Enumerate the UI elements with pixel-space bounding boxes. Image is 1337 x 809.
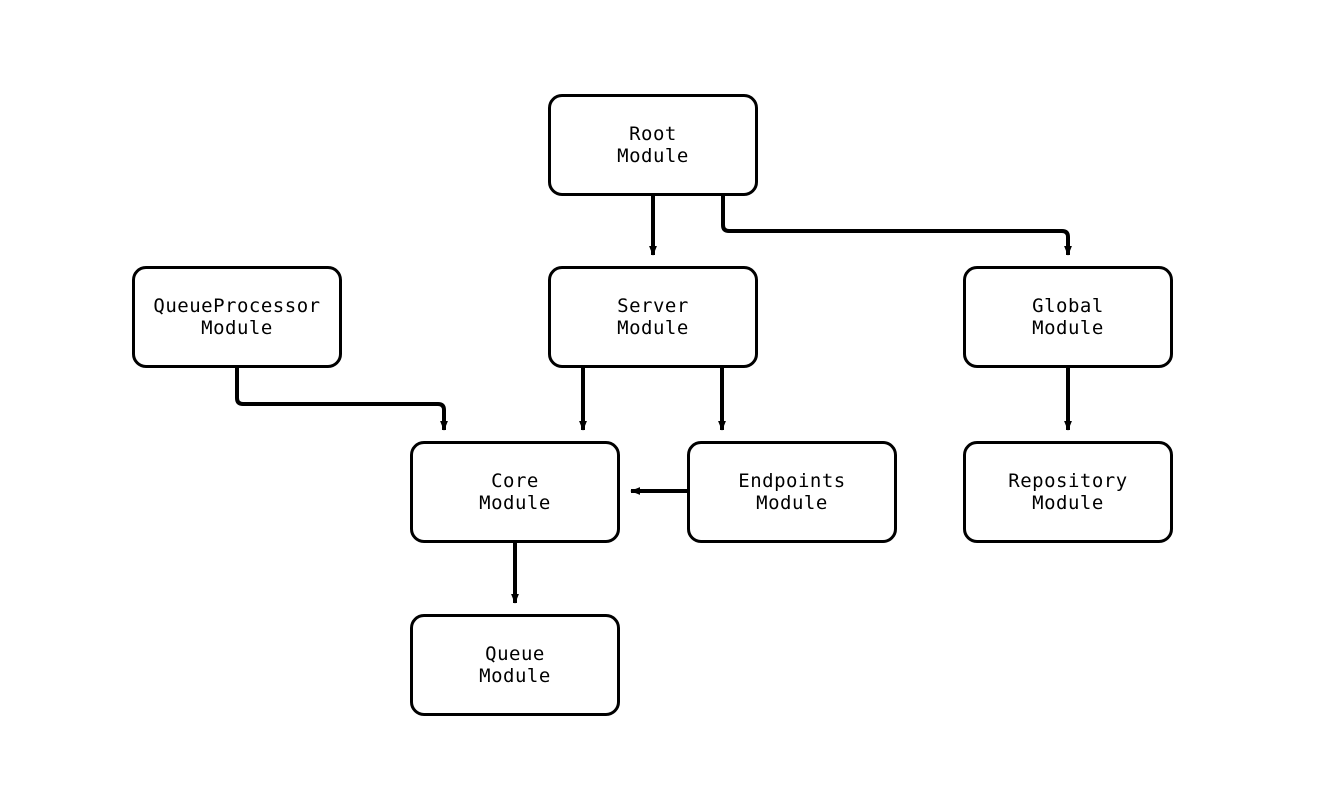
node-global-module-label-line2: Module (1032, 317, 1104, 339)
node-global-module[interactable]: Global Module (963, 266, 1173, 368)
node-root-module[interactable]: Root Module (548, 94, 758, 196)
node-endpoints-module-label-line1: Endpoints (738, 470, 846, 492)
node-core-module-label-line1: Core (491, 470, 539, 492)
node-server-module-label-line1: Server (617, 295, 689, 317)
node-queue-module-label-line1: Queue (485, 643, 545, 665)
node-queueprocessor-module[interactable]: QueueProcessor Module (132, 266, 342, 368)
edge-queueprocessor-to-core (235, 368, 448, 431)
node-global-module-label-line1: Global (1032, 295, 1104, 317)
node-root-module-label-line2: Module (617, 145, 689, 167)
node-endpoints-module[interactable]: Endpoints Module (687, 441, 897, 543)
node-core-module[interactable]: Core Module (410, 441, 620, 543)
node-repository-module[interactable]: Repository Module (963, 441, 1173, 543)
node-repository-module-label-line1: Repository (1008, 470, 1128, 492)
node-root-module-label-line1: Root (629, 123, 677, 145)
node-endpoints-module-label-line2: Module (756, 492, 828, 514)
edge-root-to-global (721, 196, 1072, 256)
node-core-module-label-line2: Module (479, 492, 551, 514)
node-server-module[interactable]: Server Module (548, 266, 758, 368)
node-repository-module-label-line2: Module (1032, 492, 1104, 514)
node-queueprocessor-module-label-line2: Module (201, 317, 273, 339)
node-server-module-label-line2: Module (617, 317, 689, 339)
node-queue-module-label-line2: Module (479, 665, 551, 687)
node-queueprocessor-module-label-line1: QueueProcessor (153, 295, 321, 317)
node-queue-module[interactable]: Queue Module (410, 614, 620, 716)
